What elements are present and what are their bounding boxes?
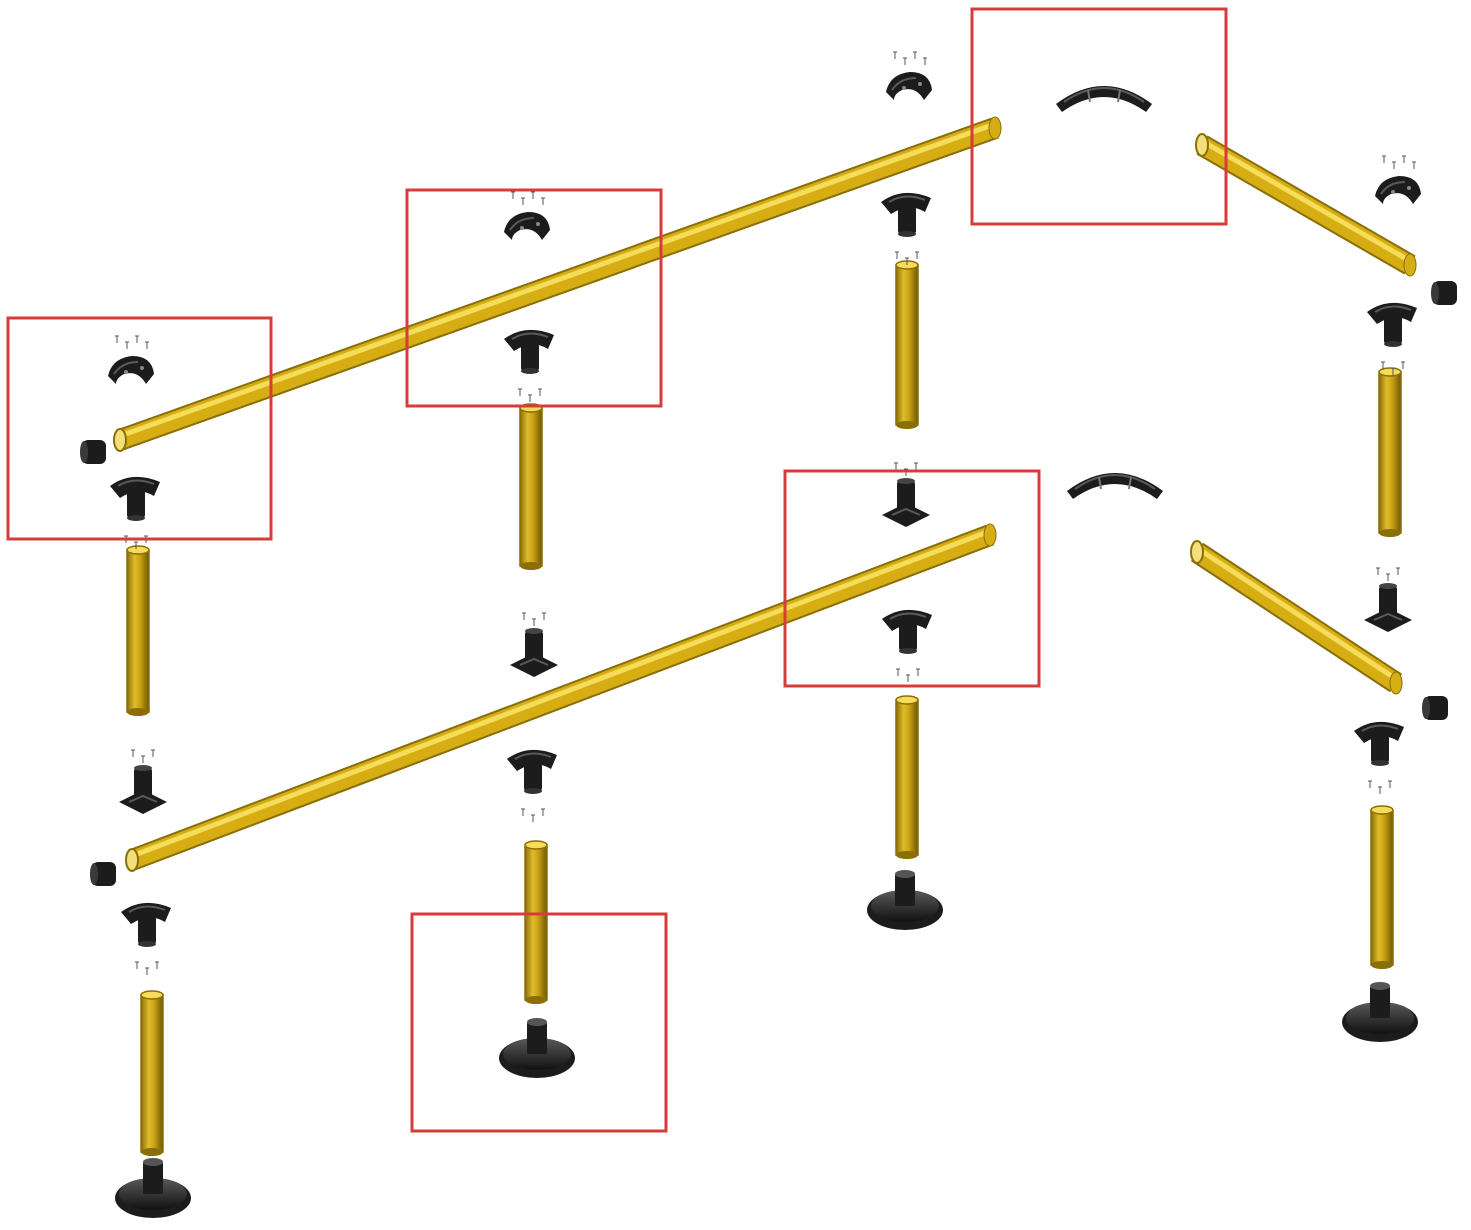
screws-below [1381,361,1405,375]
end-cap-d-lower [1422,696,1448,720]
tee-a-upper [110,476,160,549]
post-d-lower [1370,805,1394,969]
curved-elbow-upper [1056,86,1152,112]
foot-tee-c [882,462,930,527]
callout-box-upper-tee [405,188,663,408]
lower-rail-long [125,523,997,872]
post-c-upper [895,260,919,429]
foot-tee-d [1364,567,1412,632]
floor-flange-d [1342,982,1418,1042]
screws-above [115,335,149,349]
floor-flange-c [867,870,943,930]
fittings-layer [80,51,1457,1218]
post-a-lower [140,990,164,1156]
callout-box-lower-tee [783,469,1041,688]
post-b-lower [524,840,548,1004]
floor-flange-b [499,1018,575,1078]
post-d-upper [1378,367,1402,537]
callout-box-floor-flange [410,912,668,1133]
screws-above [893,51,927,65]
tee-d-lower [1354,721,1404,794]
post-c-lower [895,695,919,859]
screws-below [896,668,920,682]
screws-above [131,749,155,763]
saddle-clamp-b-top [504,191,550,240]
floor-flange-a [115,1158,191,1218]
callout-box-upper-elbow [970,7,1228,226]
screws-above [511,191,545,205]
screws-below [135,961,159,975]
tee-c-upper [881,192,931,265]
screws-below [1368,780,1392,794]
saddle-clamp-c-top [886,51,932,100]
screws-above [1376,567,1400,581]
callouts-layer [6,7,1228,1133]
post-a-upper [126,545,150,716]
screws-below [518,388,542,402]
lower-rail-short [1190,540,1403,695]
callout-box-left-end [6,316,273,541]
tee-c-lower [882,609,932,682]
foot-tee-b [510,612,558,677]
tee-b-lower [507,749,557,822]
pipes-layer [113,116,1417,1156]
screws-above [522,612,546,626]
saddle-clamp-a-top [108,335,154,384]
curved-elbow-lower [1067,473,1163,499]
screws-below [521,808,545,822]
end-cap-d-upper [1431,281,1457,305]
upper-rail-long [113,116,1002,452]
saddle-clamp-d-top [1375,155,1421,204]
tee-d-upper [1367,302,1417,375]
post-b-upper [519,403,543,570]
tee-a-lower [121,902,171,975]
end-cap-a-upper [80,440,106,464]
upper-rail-short [1195,133,1417,277]
screws-below [895,251,919,265]
tee-b-upper [504,329,554,402]
screws-above [1382,155,1416,169]
foot-tee-a [119,749,167,814]
end-cap-a-lower [90,862,116,886]
